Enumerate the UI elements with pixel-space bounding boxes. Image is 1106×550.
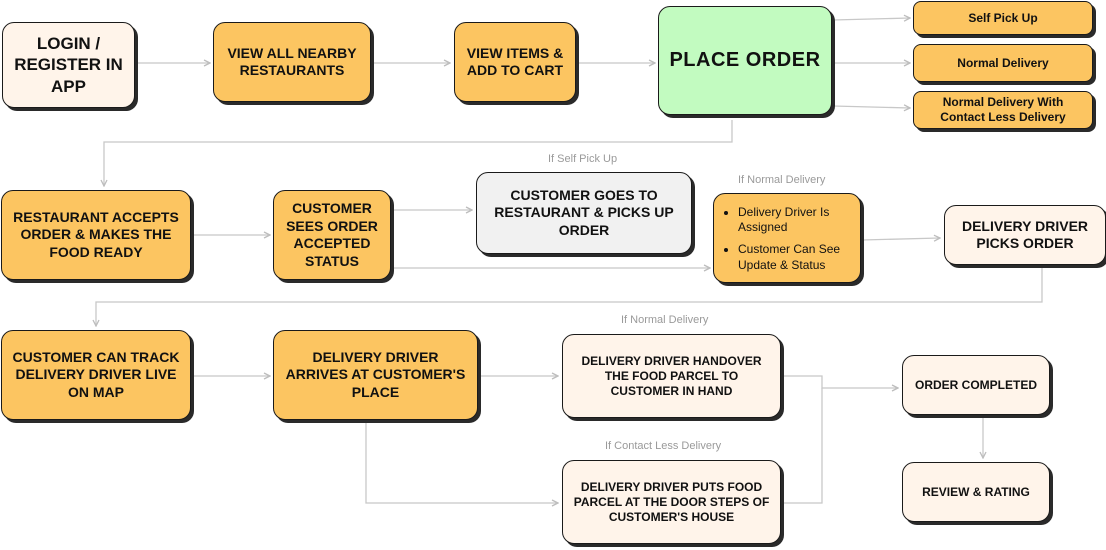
arrow-arrives-doorstep [365, 422, 558, 503]
self-pickup-label: Self Pick Up [968, 10, 1038, 25]
arrow-place-restaurant [104, 120, 733, 186]
customer-picks-up-node: CUSTOMER GOES TO RESTAURANT & PICKS UP O… [476, 172, 692, 254]
contactless-delivery-label: Normal Delivery With Contact Less Delive… [940, 95, 1066, 124]
arrow-doorstep-completed [782, 388, 823, 504]
contactless-delivery-node: Normal Delivery With Contact Less Delive… [913, 91, 1093, 129]
customer-status-item: Customer Can See Update & Status [738, 242, 852, 273]
customer-sees-status-node: CUSTOMER SEES ORDER ACCEPTED STATUS [273, 190, 391, 280]
driver-handover-node: DELIVERY DRIVER HANDOVER THE FOOD PARCEL… [562, 334, 781, 418]
driver-arrives-node: DELIVERY DRIVER ARRIVES AT CUSTOMER'S PL… [273, 330, 478, 420]
driver-arrives-label: DELIVERY DRIVER ARRIVES AT CUSTOMER'S PL… [285, 348, 466, 400]
place-order-label: PLACE ORDER [669, 49, 821, 71]
driver-handover-label: DELIVERY DRIVER HANDOVER THE FOOD PARCEL… [581, 353, 762, 398]
driver-doorstep-label: DELIVERY DRIVER PUTS FOOD PARCEL AT THE … [573, 479, 770, 524]
arrow-assigned-driverpicks [861, 238, 940, 240]
order-completed-node: ORDER COMPLETED [902, 355, 1050, 415]
restaurant-accepts-node: RESTAURANT ACCEPTS ORDER & MAKES THE FOO… [1, 190, 191, 280]
customer-tracks-label: CUSTOMER CAN TRACK DELIVERY DRIVER LIVE … [12, 348, 180, 400]
condition-contactless: If Contact Less Delivery [605, 440, 722, 452]
login-register-node: LOGIN / REGISTER IN APP [2, 22, 135, 108]
customer-picks-up-label: CUSTOMER GOES TO RESTAURANT & PICKS UP O… [494, 186, 674, 238]
place-order-node: PLACE ORDER [658, 6, 832, 115]
customer-tracks-node: CUSTOMER CAN TRACK DELIVERY DRIVER LIVE … [1, 330, 191, 420]
condition-self-pickup: If Self Pick Up [548, 153, 618, 165]
restaurant-accepts-label: RESTAURANT ACCEPTS ORDER & MAKES THE FOO… [13, 208, 179, 260]
arrow-handover-completed [782, 375, 898, 388]
self-pickup-node: Self Pick Up [913, 1, 1093, 35]
view-restaurants-node: VIEW ALL NEARBY RESTAURANTS [213, 22, 371, 102]
driver-assigned-list: Delivery Driver Is Assigned Customer Can… [724, 203, 852, 273]
order-completed-label: ORDER COMPLETED [914, 377, 1037, 392]
driver-doorstep-node: DELIVERY DRIVER PUTS FOOD PARCEL AT THE … [562, 460, 781, 544]
arrow-driverpicks-tracks [96, 266, 1043, 326]
arrow-place-contactless [832, 106, 910, 108]
condition-normal-delivery-2: If Normal Delivery [621, 314, 709, 326]
view-items-node: VIEW ITEMS & ADD TO CART [454, 22, 576, 102]
driver-picks-order-label: DELIVERY DRIVER PICKS ORDER [961, 217, 1089, 252]
normal-delivery-label: Normal Delivery [957, 55, 1049, 70]
view-restaurants-label: VIEW ALL NEARBY RESTAURANTS [227, 44, 357, 79]
customer-sees-status-label: CUSTOMER SEES ORDER ACCEPTED STATUS [286, 200, 378, 269]
arrow-place-selfpickup [832, 18, 910, 20]
condition-normal-delivery: If Normal Delivery [738, 174, 826, 186]
review-rating-label: REVIEW & RATING [922, 484, 1030, 499]
driver-picks-order-node: DELIVERY DRIVER PICKS ORDER [944, 205, 1106, 265]
review-rating-node: REVIEW & RATING [902, 462, 1050, 522]
driver-assigned-item: Delivery Driver Is Assigned [738, 205, 852, 236]
view-items-label: VIEW ITEMS & ADD TO CART [466, 44, 564, 79]
driver-assigned-node: Delivery Driver Is Assigned Customer Can… [713, 193, 861, 283]
login-register-label: LOGIN / REGISTER IN APP [14, 34, 123, 96]
normal-delivery-node: Normal Delivery [913, 44, 1093, 82]
